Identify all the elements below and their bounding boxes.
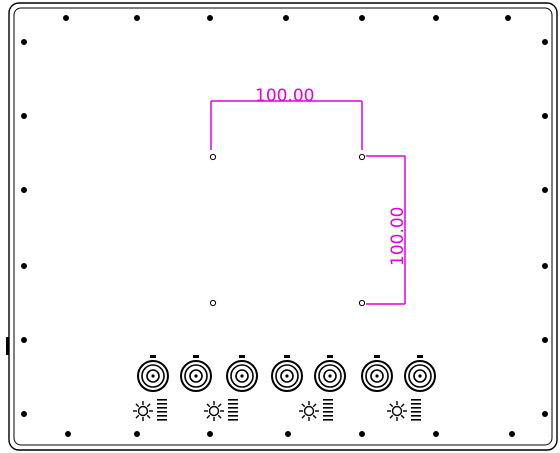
sun-indicator-icon [204,399,238,421]
mounting-hole-icon [209,153,217,161]
inner-panel [13,7,553,446]
screw-icon [542,187,548,193]
screw-icon [542,263,548,269]
outer-frame [8,2,558,451]
mounting-hole-icon [358,299,366,307]
horizontal-dimension-label: 100.00 [255,86,314,106]
mounting-hole-icon [358,153,366,161]
screw-icon [21,113,27,119]
screw-icon [134,431,140,437]
sun-indicator-icon [387,399,421,421]
screw-icon [542,411,548,417]
screw-icon [21,39,27,45]
screw-icon [21,337,27,343]
screw-icon [509,431,515,437]
screw-icon [21,263,27,269]
round-connector-icon [271,355,303,392]
vesa-hole-group [209,153,366,307]
screw-icon [283,15,289,21]
side-tab [6,337,9,355]
round-connector-icon [404,355,436,392]
screw-icon [542,337,548,343]
round-connector-icon [226,355,258,392]
round-connector-icon [361,355,393,392]
vertical-dimension [366,155,406,305]
screw-icon [21,411,27,417]
screw-icon [134,15,140,21]
screw-icon [542,39,548,45]
screw-icon [433,431,439,437]
screw-group [21,15,548,437]
screw-icon [65,431,71,437]
screw-icon [433,15,439,21]
sun-indicator-icon [299,399,333,421]
indicator-row [133,399,421,421]
screw-icon [21,187,27,193]
round-connector-icon [180,355,212,392]
screw-icon [207,15,213,21]
screw-icon [285,431,291,437]
screw-icon [63,15,69,21]
screw-icon [359,15,365,21]
screw-icon [207,431,213,437]
vertical-dimension-label: 100.00 [388,207,408,266]
screw-icon [505,15,511,21]
sun-indicator-icon [133,399,167,421]
mounting-hole-icon [209,299,217,307]
screw-icon [542,113,548,119]
round-connector-icon [137,355,169,392]
screw-icon [359,431,365,437]
connector-row [137,355,436,392]
round-connector-icon [314,355,346,392]
horizontal-dimension [210,100,363,150]
